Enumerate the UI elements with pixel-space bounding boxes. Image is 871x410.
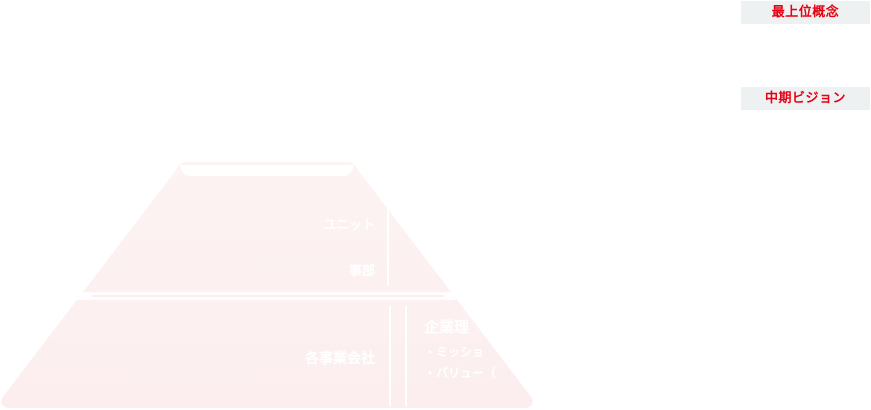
level-label-unit: ユニット xyxy=(322,218,375,233)
philosophy-title: 企業理 xyxy=(424,318,470,336)
philosophy-item: ・ミッショ xyxy=(424,345,485,359)
mid-term-vision-tag: 中期ビジョン xyxy=(741,87,870,110)
pyramid-cap-band xyxy=(180,165,354,176)
level-label-division: 事部 xyxy=(348,264,375,279)
level-label-group-companies: 各事業会社 xyxy=(305,351,375,367)
philosophy-item: ・バリュー（ xyxy=(424,366,497,380)
division-value-text: 「 xyxy=(428,261,441,275)
top-concept-tag: 最上位概念 xyxy=(741,1,870,24)
pyramid-body xyxy=(1,162,533,408)
